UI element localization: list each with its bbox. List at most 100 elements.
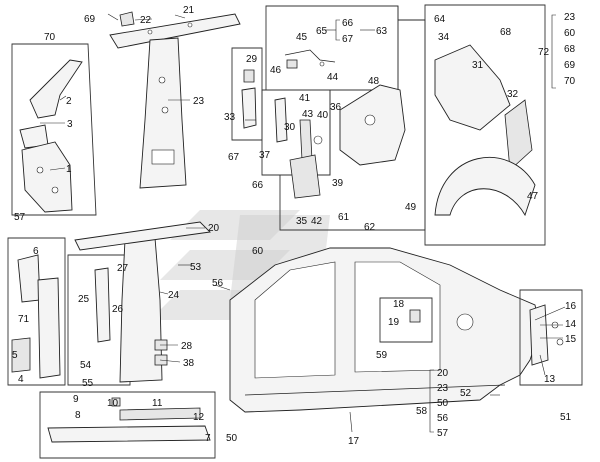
label-5: 5 bbox=[12, 350, 18, 361]
label-23-group72: 23 bbox=[564, 12, 576, 23]
label-19: 19 bbox=[388, 317, 400, 328]
label-65: 65 bbox=[316, 26, 328, 37]
label-56-group58: 56 bbox=[437, 413, 449, 424]
label-53: 53 bbox=[190, 262, 202, 273]
label-55: 55 bbox=[82, 378, 94, 389]
label-58: 58 bbox=[416, 406, 428, 417]
group-67-bracket-parts bbox=[231, 47, 263, 141]
label-6: 6 bbox=[33, 246, 39, 257]
label-23-group58: 23 bbox=[437, 383, 449, 394]
label-24: 24 bbox=[168, 290, 180, 301]
label-68: 68 bbox=[500, 27, 512, 38]
label-59: 59 bbox=[376, 350, 388, 361]
label-31: 31 bbox=[472, 60, 484, 71]
group-57-hinge-pillar-parts bbox=[7, 237, 66, 386]
group-70-a-pillar-parts bbox=[11, 43, 97, 216]
label-33: 33 bbox=[224, 112, 236, 123]
label-28: 28 bbox=[181, 341, 193, 352]
label-17: 17 bbox=[348, 436, 360, 447]
label-4: 4 bbox=[18, 374, 24, 385]
label-47: 47 bbox=[527, 191, 539, 202]
label-42: 42 bbox=[311, 216, 323, 227]
label-34: 34 bbox=[438, 32, 450, 43]
label-15: 15 bbox=[565, 334, 577, 345]
label-46: 46 bbox=[270, 65, 282, 76]
roof-rail-group bbox=[109, 11, 241, 49]
label-11: 11 bbox=[152, 398, 163, 409]
label-14: 14 bbox=[565, 319, 577, 330]
label-52: 52 bbox=[460, 388, 472, 399]
label-62: 62 bbox=[364, 222, 376, 233]
label-50: 50 bbox=[226, 433, 238, 444]
label-45: 45 bbox=[296, 32, 308, 43]
label-36: 36 bbox=[330, 102, 342, 113]
label-22: 22 bbox=[140, 15, 152, 26]
label-21: 21 bbox=[183, 5, 195, 16]
label-57: 57 bbox=[14, 212, 26, 223]
label-1: 1 bbox=[66, 164, 72, 175]
label-61: 61 bbox=[338, 212, 350, 223]
group-55-b-pillar-lower bbox=[67, 237, 168, 386]
label-43: 43 bbox=[302, 109, 314, 120]
label-68-group72: 68 bbox=[564, 44, 576, 55]
label-51: 51 bbox=[560, 412, 572, 423]
label-32: 32 bbox=[507, 89, 519, 100]
label-25: 25 bbox=[78, 294, 90, 305]
label-2: 2 bbox=[66, 96, 72, 107]
label-60: 60 bbox=[252, 246, 264, 257]
label-29: 29 bbox=[246, 54, 258, 65]
label-40: 40 bbox=[317, 110, 329, 121]
label-56: 56 bbox=[212, 278, 224, 289]
label-39: 39 bbox=[332, 178, 344, 189]
body-side-outer-panel bbox=[229, 247, 541, 413]
group-59-bracket-parts bbox=[379, 297, 433, 343]
label-26: 26 bbox=[112, 304, 124, 315]
label-70-group72: 70 bbox=[564, 76, 576, 87]
label-70: 70 bbox=[44, 32, 56, 43]
label-35: 35 bbox=[296, 216, 308, 227]
label-66-b: 66 bbox=[342, 18, 354, 29]
label-8: 8 bbox=[75, 410, 81, 421]
b-pillar-inner-top bbox=[139, 37, 187, 189]
group-68-quarter-inner-panel bbox=[424, 4, 546, 246]
label-18: 18 bbox=[393, 299, 405, 310]
label-20: 20 bbox=[208, 223, 220, 234]
label-44: 44 bbox=[327, 72, 339, 83]
label-27: 27 bbox=[117, 263, 129, 274]
label-48: 48 bbox=[368, 76, 380, 87]
label-57-group58: 57 bbox=[437, 428, 449, 439]
label-63: 63 bbox=[376, 26, 388, 37]
label-20-group58: 20 bbox=[437, 368, 449, 379]
label-50-group58: 50 bbox=[437, 398, 449, 409]
group-58-bracket bbox=[429, 369, 434, 433]
label-38: 38 bbox=[183, 358, 195, 369]
label-41: 41 bbox=[299, 93, 311, 104]
label-69: 69 bbox=[84, 14, 96, 25]
label-60-group72: 60 bbox=[564, 28, 576, 39]
roof-side-rail bbox=[74, 221, 211, 251]
label-16: 16 bbox=[565, 301, 577, 312]
part-number-labels: 70 2 3 1 69 22 21 23 29 33 67 41 43 40 3… bbox=[12, 5, 577, 447]
label-71: 71 bbox=[18, 314, 30, 325]
group-65-bracket bbox=[335, 19, 340, 41]
label-37: 37 bbox=[259, 150, 271, 161]
label-66: 66 bbox=[252, 180, 264, 191]
label-64: 64 bbox=[434, 14, 446, 25]
group-72-bracket bbox=[551, 14, 556, 89]
group-50-rocker-sill-parts bbox=[39, 391, 216, 459]
label-12: 12 bbox=[193, 412, 205, 423]
label-23: 23 bbox=[193, 96, 205, 107]
label-54: 54 bbox=[80, 360, 92, 371]
label-10: 10 bbox=[107, 398, 119, 409]
label-49: 49 bbox=[405, 202, 417, 213]
label-30: 30 bbox=[284, 122, 296, 133]
label-72: 72 bbox=[538, 47, 550, 58]
label-13: 13 bbox=[544, 374, 556, 385]
label-7: 7 bbox=[205, 433, 211, 444]
label-69-group72: 69 bbox=[564, 60, 576, 71]
leader-lines bbox=[40, 6, 566, 433]
label-67: 67 bbox=[228, 152, 240, 163]
label-9: 9 bbox=[73, 394, 79, 405]
